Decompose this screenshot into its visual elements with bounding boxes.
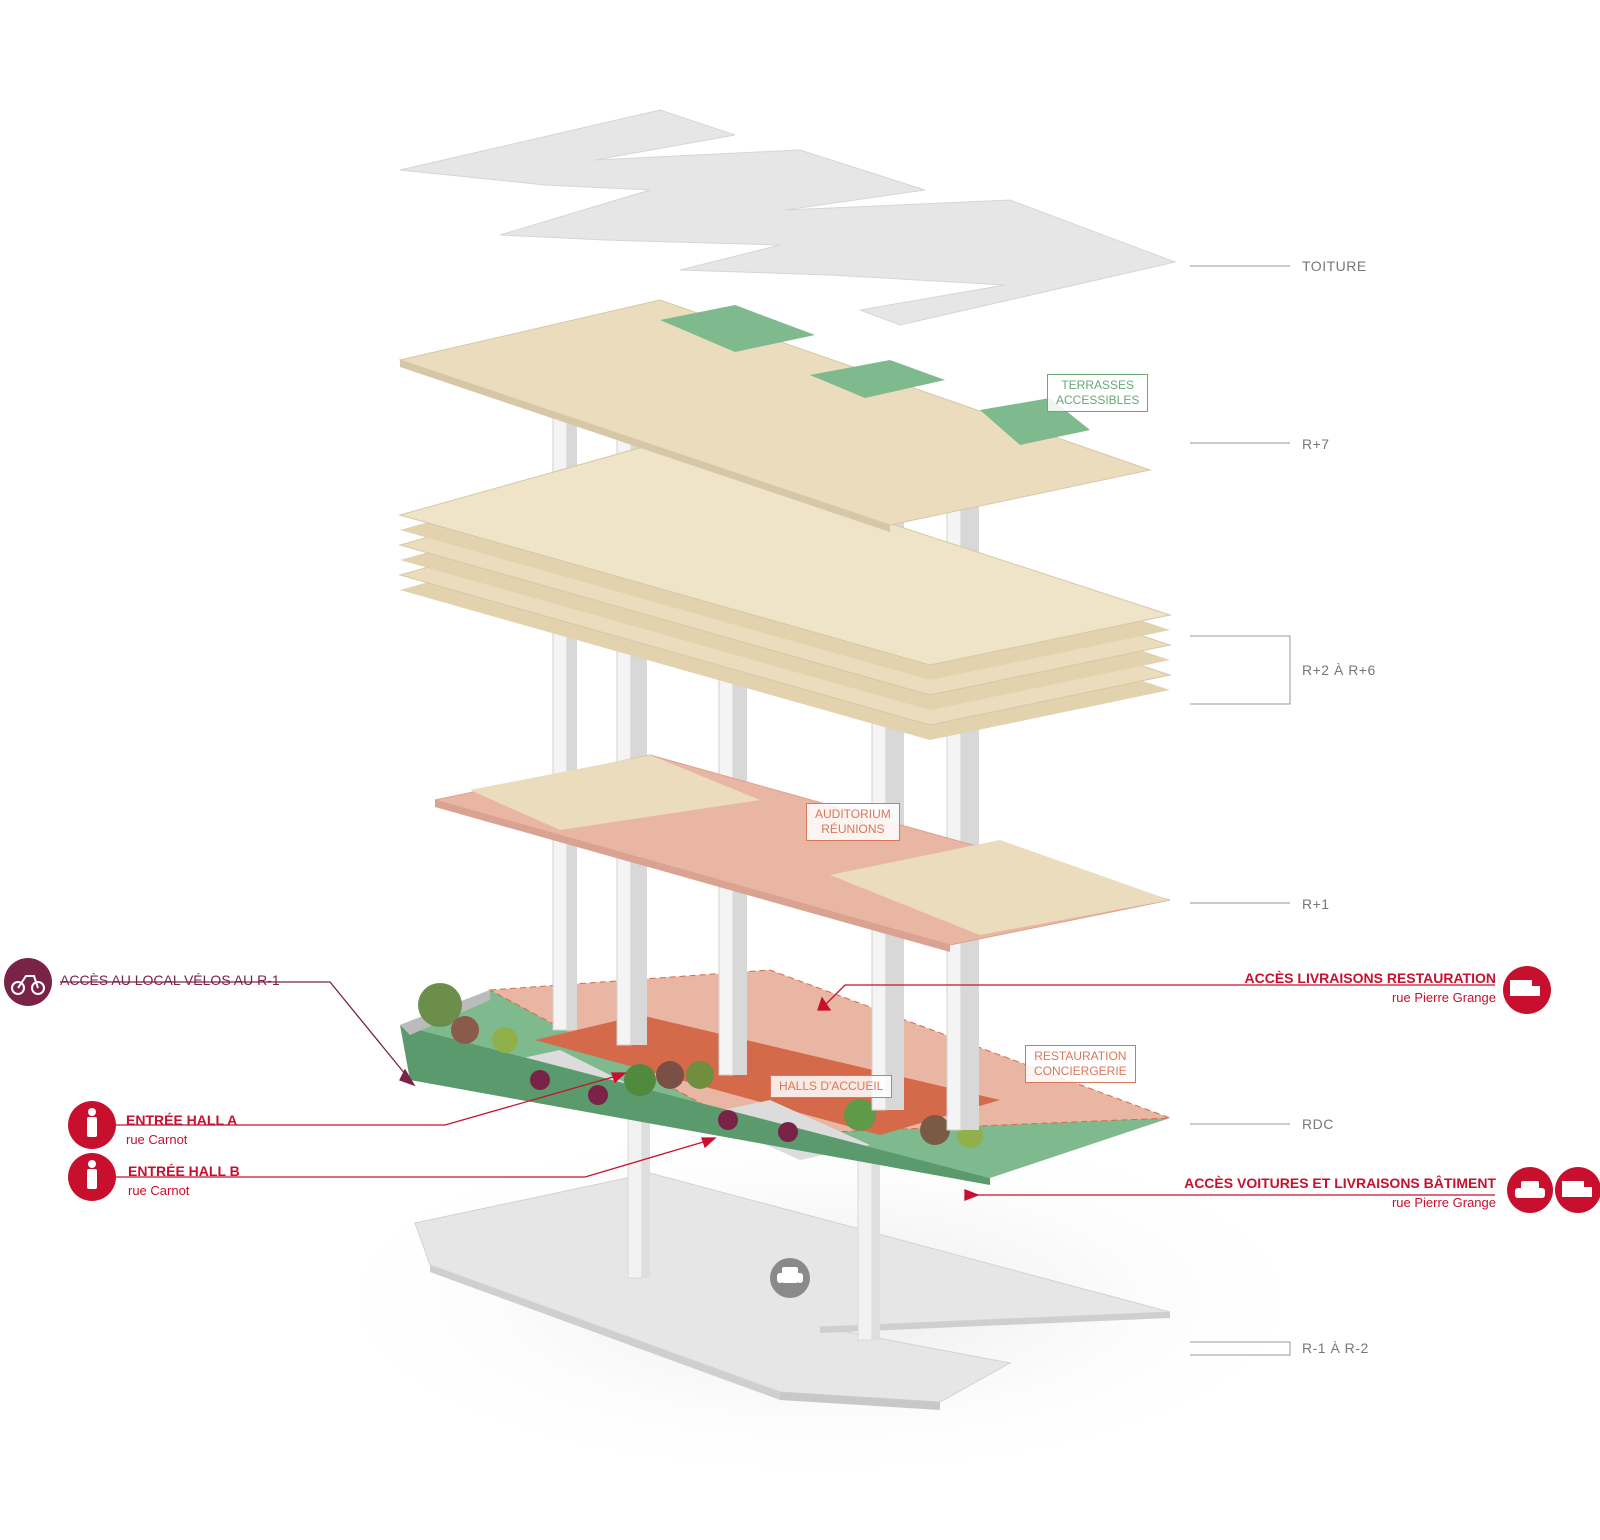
callout-terrasses-line1: TERRASSES <box>1061 378 1135 392</box>
pedestrian-icon <box>68 1153 116 1201</box>
level-leaders <box>1190 265 1291 1356</box>
level-label-r7: R+7 <box>1302 436 1330 452</box>
callout-restauration: RESTAURATION CONCIERGERIE <box>1025 1045 1136 1083</box>
bicycle-icon <box>4 958 52 1006</box>
access-leaders <box>60 981 1495 1201</box>
access-voitures-title: ACCÈS VOITURES ET LIVRAISONS BÂTIMENT <box>1184 1175 1496 1191</box>
access-hall-a-street: rue Carnot <box>126 1132 188 1147</box>
r2-r6-slabs <box>398 444 1172 740</box>
callout-auditorium-line1: AUDITORIUM <box>815 807 891 821</box>
access-velos-title: ACCÈS AU LOCAL VÉLOS AU R-1 <box>60 972 280 988</box>
roof-slab <box>399 109 1177 326</box>
callout-halls: HALLS D'ACCUEIL <box>770 1075 893 1098</box>
basement-pillars <box>627 1097 880 1341</box>
callout-terrasses-line2: ACCESSIBLES <box>1056 393 1140 407</box>
car-icon <box>1507 1167 1553 1213</box>
callout-auditorium-line2: RÉUNIONS <box>821 822 885 836</box>
level-label-r1-r2: R-1 À R-2 <box>1302 1340 1369 1356</box>
r7-slab <box>398 299 1152 532</box>
callout-restauration-line2: CONCIERGERIE <box>1034 1064 1127 1078</box>
access-livraisons-resto-street: rue Pierre Grange <box>1391 990 1496 1005</box>
car-parking-icon <box>770 1258 810 1298</box>
access-livraisons-resto-title: ACCÈS LIVRAISONS RESTAURATION <box>1244 970 1497 986</box>
truck-icon <box>1503 966 1551 1014</box>
level-label-rdc: RDC <box>1302 1116 1334 1132</box>
rdc-trees <box>418 983 983 1148</box>
callout-restauration-line1: RESTAURATION <box>1034 1049 1127 1063</box>
level-label-toiture: TOITURE <box>1302 258 1367 274</box>
truck-icon <box>1555 1167 1600 1213</box>
callout-terrasses: TERRASSES ACCESSIBLES <box>1047 374 1149 412</box>
pedestrian-icon <box>68 1101 116 1149</box>
access-hall-a-title: ENTRÉE HALL A <box>126 1112 238 1128</box>
r1-slab <box>434 754 1171 952</box>
access-hall-b-title: ENTRÉE HALL B <box>128 1163 240 1179</box>
access-voitures-street: rue Pierre Grange <box>1391 1195 1496 1210</box>
callout-auditorium: AUDITORIUM RÉUNIONS <box>806 803 900 841</box>
bike-path-markers <box>530 1070 798 1142</box>
access-hall-b-street: rue Carnot <box>128 1183 190 1198</box>
level-label-r2-r6: R+2 À R+6 <box>1302 662 1376 678</box>
level-label-r1: R+1 <box>1302 896 1330 912</box>
